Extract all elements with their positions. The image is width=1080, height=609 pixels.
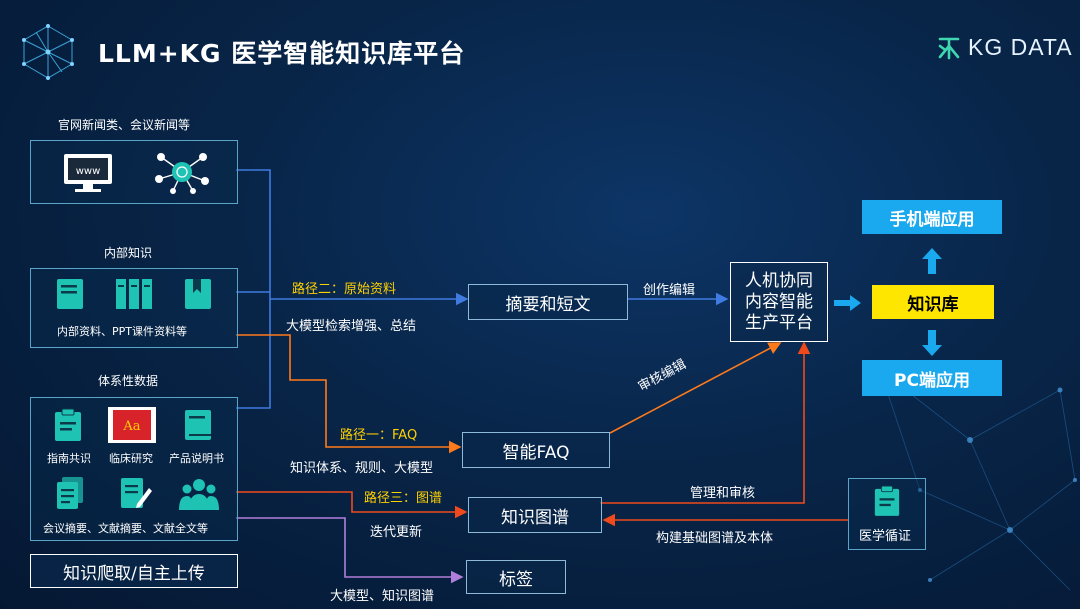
- bookmark-book-icon: [185, 279, 211, 309]
- edit-document-icon: [121, 478, 152, 508]
- arrow-to-library: [834, 295, 861, 311]
- book-cover-text: Aa: [122, 419, 140, 434]
- path3-desc: 迭代更新: [370, 525, 423, 540]
- path3-label: 路径三：图谱: [364, 491, 443, 506]
- www-text: www: [76, 166, 101, 177]
- manual-label: 产品说明书: [169, 452, 224, 465]
- tag-node: 标签: [466, 560, 566, 594]
- edit-edge-label: 创作编辑: [643, 283, 696, 298]
- content-production-platform: 人机协同 内容智能 生产平台: [730, 262, 828, 342]
- tag-desc: 大模型、知识图谱: [330, 589, 435, 604]
- book-icon: [57, 279, 83, 309]
- medical-evidence-box: 医学循证: [848, 478, 926, 550]
- brand-name: KG DATA: [968, 34, 1073, 60]
- clipboard-icon: [55, 408, 81, 441]
- clinical-label: 临床研究: [109, 452, 153, 465]
- evidence-label: 医学循证: [859, 529, 912, 544]
- knowledge-library-node: 知识库: [872, 285, 994, 319]
- internal-source-box: 内部资料、PPT课件资料等: [30, 268, 238, 348]
- path1-label: 路径一：FAQ: [340, 428, 418, 443]
- faq-node: 智能FAQ: [462, 432, 610, 468]
- crawl-upload-box: 知识爬取/自主上传: [30, 554, 238, 588]
- brand-logo: KG DATA: [936, 34, 1073, 61]
- arrow-to-tag: [236, 517, 464, 584]
- mobile-app-node: 手机端应用: [862, 200, 1002, 234]
- www-monitor-icon: www: [64, 154, 112, 192]
- system-source-box: 指南共识 Aa 临床研究 产品说明书 会议摘要、文献摘要、文献全文等: [30, 397, 238, 541]
- news-source-box: www: [30, 140, 238, 204]
- path1-desc: 知识体系、规则、大模型: [290, 461, 434, 476]
- pc-app-node: PC端应用: [862, 360, 1002, 396]
- arrow-up-to-mobile: [922, 248, 942, 274]
- path2-label: 路径二：原始资料: [292, 282, 397, 297]
- kg-node: 知识图谱: [468, 497, 602, 533]
- center-line-3: 生产平台: [745, 312, 813, 333]
- arrow-to-kg: [236, 491, 468, 519]
- arrow-review: [609, 342, 782, 434]
- network-logo-icon: [22, 24, 74, 80]
- kgdata-logo-icon: [938, 37, 960, 59]
- internal-caption: 内部知识: [104, 246, 153, 260]
- dictionary-book-icon: Aa: [108, 407, 156, 443]
- manual-book-icon: [185, 410, 211, 440]
- internal-items-label: 内部资料、PPT课件资料等: [57, 325, 187, 338]
- guide-label: 指南共识: [47, 452, 91, 465]
- page-title: LLM+KG 医学智能知识库平台: [98, 39, 466, 68]
- system-caption: 体系性数据: [98, 374, 159, 388]
- people-group-icon: [179, 479, 219, 510]
- center-line-2: 内容智能: [745, 291, 813, 312]
- center-line-1: 人机协同: [745, 270, 813, 291]
- papers-label: 会议摘要、文献摘要、文献全文等: [43, 522, 208, 535]
- manage-edge-label: 管理和审核: [690, 486, 756, 501]
- arrow-down-to-pc: [922, 330, 942, 356]
- path2-desc: 大模型检索增强、总结: [286, 319, 417, 334]
- news-caption: 官网新闻类、会议新闻等: [58, 118, 191, 132]
- network-hub-icon: [155, 153, 209, 194]
- build-edge-label: 构建基础图谱及本体: [656, 531, 774, 546]
- evidence-clipboard-icon: [874, 485, 900, 516]
- arrow-to-faq: [236, 334, 462, 454]
- summary-node: 摘要和短文: [468, 284, 628, 320]
- documents-icon: [57, 477, 83, 509]
- binders-icon: [116, 279, 152, 309]
- arrow-manage: [600, 341, 811, 504]
